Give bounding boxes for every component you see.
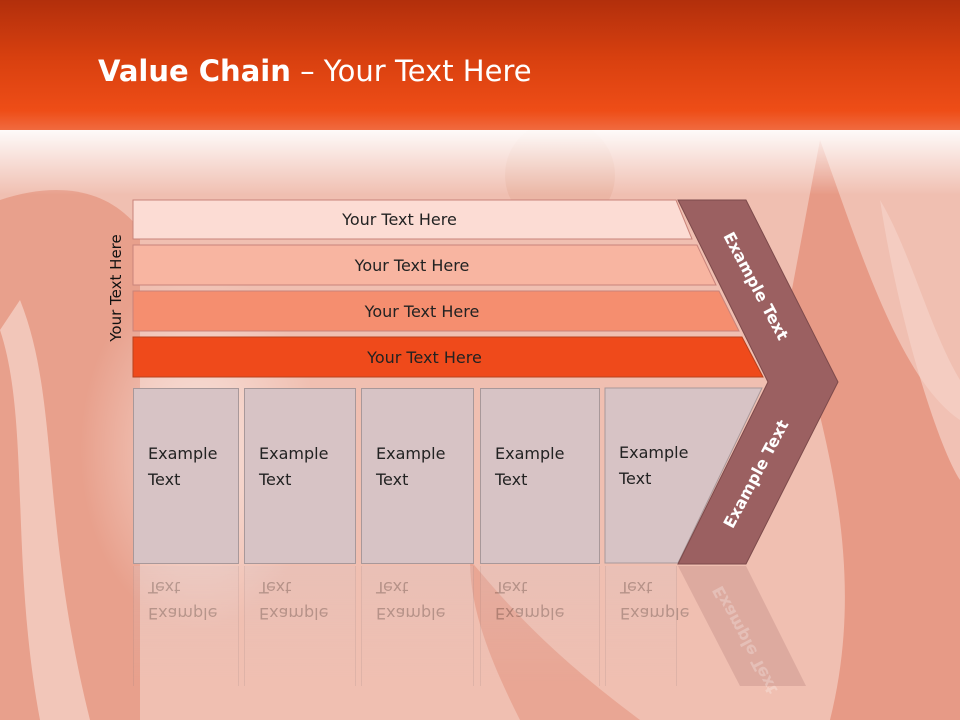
value-bar-1-label: Your Text Here bbox=[342, 209, 457, 229]
value-bar-1: Your Text Here bbox=[133, 200, 678, 238]
activity-box-3: Example Text bbox=[361, 388, 474, 564]
bar-shape-2 bbox=[132, 244, 717, 286]
value-bar-3-label: Your Text Here bbox=[364, 301, 480, 321]
reflection-3-line2: Text bbox=[376, 578, 409, 597]
activity-box-3-line1: Example bbox=[376, 444, 446, 463]
reflection-1-line2: Text bbox=[148, 578, 181, 597]
activity-box-2-line2: Text bbox=[259, 470, 292, 489]
reflection-5-line2: Text bbox=[620, 578, 653, 597]
activity-box-2-line1: Example bbox=[259, 444, 329, 463]
value-bar-2: Your Text Here bbox=[133, 246, 703, 284]
title-bar: Value Chain – Your Text Here bbox=[0, 0, 960, 130]
bar-shape-1 bbox=[132, 199, 693, 240]
reflection-2-line1: Example bbox=[259, 604, 329, 623]
reflection-1-line1: Example bbox=[148, 604, 218, 623]
activity-box-3-reflection: Example Text bbox=[361, 566, 474, 686]
activity-box-5-reflection: Example Text bbox=[605, 566, 690, 686]
activity-box-1-line1: Example bbox=[148, 444, 218, 463]
reflection-5-line1: Example bbox=[620, 604, 690, 623]
activity-box-5-line1: Example bbox=[619, 443, 689, 462]
activity-box-4: Example Text bbox=[480, 388, 600, 564]
activity-box-4-line1: Example bbox=[495, 444, 565, 463]
title-rest: – Your Text Here bbox=[290, 54, 532, 88]
title-bold: Value Chain bbox=[98, 54, 291, 88]
activity-box-4-reflection: Example Text bbox=[480, 566, 600, 686]
reflection-3-line1: Example bbox=[376, 604, 446, 623]
bar-shape-4 bbox=[132, 336, 764, 378]
activity-box-2: Example Text bbox=[244, 388, 356, 564]
value-bar-4-label: Your Text Here bbox=[367, 347, 482, 367]
activity-box-4-line2: Text bbox=[495, 470, 528, 489]
slide-title: Value Chain – Your Text Here bbox=[98, 54, 532, 88]
reflection-4-line1: Example bbox=[495, 604, 565, 623]
bar-shape-3 bbox=[132, 290, 740, 332]
activity-box-2-reflection: Example Text bbox=[244, 566, 356, 686]
activity-box-5-line2: Text bbox=[619, 469, 652, 488]
reflection-2-line2: Text bbox=[259, 578, 292, 597]
value-bar-3: Your Text Here bbox=[133, 292, 723, 330]
activity-box-5: Example Text bbox=[605, 388, 695, 564]
reflection-4-line2: Text bbox=[495, 578, 528, 597]
activity-box-1: Example Text bbox=[133, 388, 239, 564]
activity-box-3-line2: Text bbox=[376, 470, 409, 489]
value-bar-2-label: Your Text Here bbox=[354, 255, 470, 275]
activity-box-1-line2: Text bbox=[148, 470, 181, 489]
chevron-shape bbox=[677, 199, 839, 565]
value-bar-4: Your Text Here bbox=[133, 338, 728, 376]
chevron-reflection bbox=[678, 566, 806, 686]
activity-box-1-reflection: Example Text bbox=[133, 566, 239, 686]
